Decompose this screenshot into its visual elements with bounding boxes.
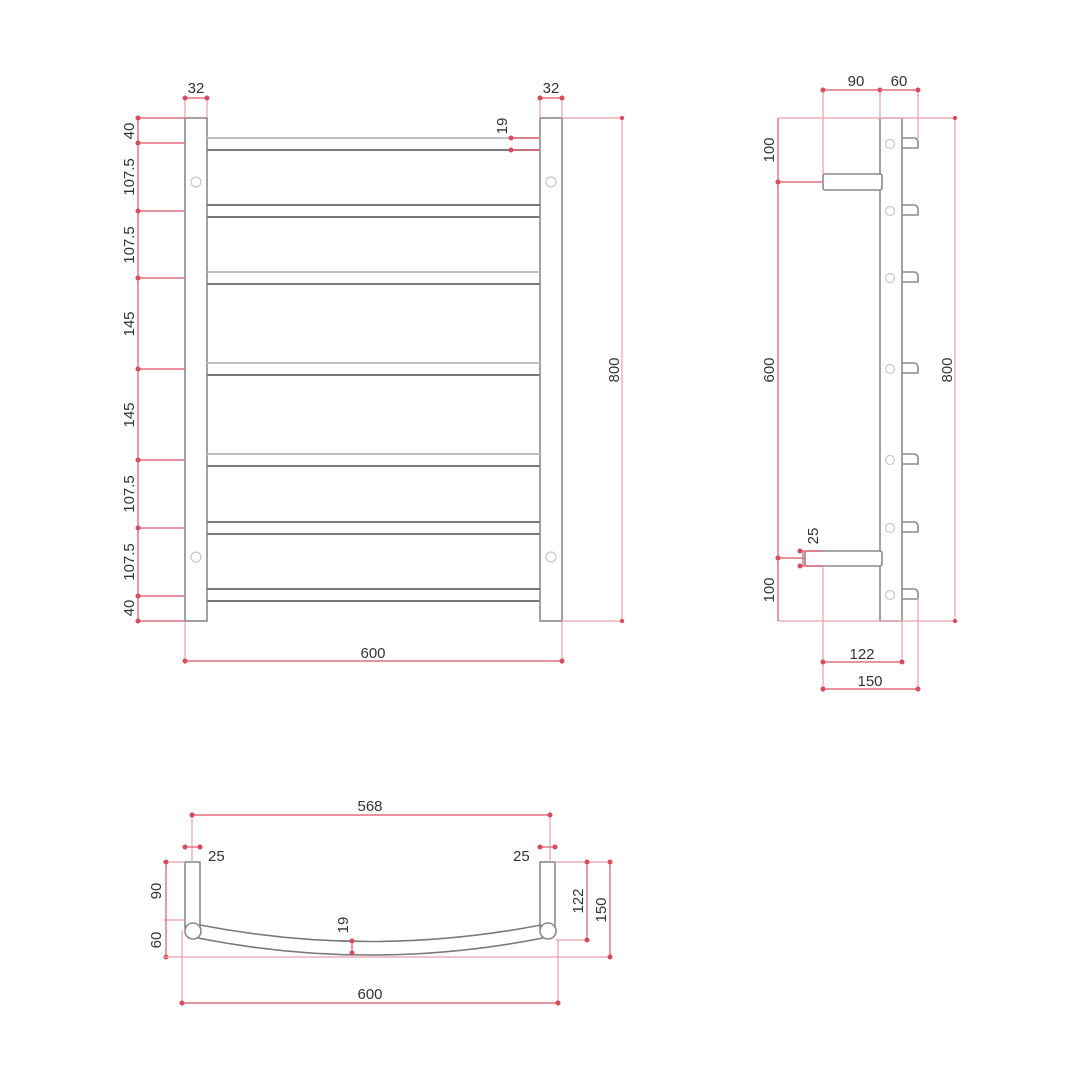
dim-chain-3: 107.5 <box>121 226 138 264</box>
dim-right-post-width: 25 <box>513 848 530 865</box>
dim-plan-overall-width: 600 <box>357 986 382 1003</box>
bottom-bracket <box>804 550 883 567</box>
dim-overall-height: 800 <box>606 357 623 382</box>
dim-bracket-thickness: 25 <box>805 528 822 545</box>
dim-left-stile-width: 32 <box>188 80 205 97</box>
dim-left-upper-depth: 90 <box>148 883 165 900</box>
dim-chain-7: 107.5 <box>121 543 138 581</box>
right-post <box>539 861 556 929</box>
dim-right-stile-width: 32 <box>543 80 560 97</box>
right-stile <box>539 117 563 622</box>
mount-hole-icon <box>545 551 557 563</box>
dim-top-bracket-offset: 100 <box>761 137 778 162</box>
dim-chain-5: 145 <box>121 402 138 427</box>
side-view: 90 60 100 600 100 25 800 122 150 <box>761 73 958 692</box>
dim-hook-depth: 60 <box>891 73 908 90</box>
left-post <box>184 861 201 929</box>
dim-depth-to-tube: 122 <box>849 646 874 663</box>
dim-total-depth: 150 <box>857 673 882 690</box>
dim-right-inner-depth: 122 <box>570 888 587 913</box>
front-view: 32 32 19 40 107.5 107.5 145 145 107.5 <box>121 80 625 664</box>
dim-bottom-bracket-offset: 100 <box>761 577 778 602</box>
dim-side-overall-height: 800 <box>939 357 956 382</box>
top-bracket <box>822 173 883 191</box>
dim-left-lower-depth: 60 <box>148 932 165 949</box>
left-pivot-icon <box>184 922 202 940</box>
dim-chain-8: 40 <box>121 600 138 617</box>
right-pivot-icon <box>539 922 557 940</box>
dim-chain-4: 145 <box>121 311 138 336</box>
dim-plan-bar-diameter: 19 <box>335 917 352 934</box>
dim-chain-6: 107.5 <box>121 475 138 513</box>
mount-hole-icon <box>545 176 557 188</box>
dim-plan-inner-width: 568 <box>357 798 382 815</box>
crossbars <box>207 137 540 602</box>
vertical-dimension-chain: 40 107.5 107.5 145 145 107.5 107.5 40 <box>121 115 185 624</box>
dim-overall-width: 600 <box>360 645 385 662</box>
plan-view: 568 25 25 90 60 19 122 150 600 <box>148 798 613 1006</box>
dim-bar-diameter: 19 <box>494 118 511 135</box>
dim-right-total-depth: 150 <box>593 897 610 922</box>
dim-top-offset: 90 <box>848 73 865 90</box>
dim-left-post-width: 25 <box>208 848 225 865</box>
left-stile <box>184 117 208 622</box>
bar-ends <box>884 137 919 601</box>
mount-hole-icon <box>190 176 202 188</box>
dim-chain-2: 107.5 <box>121 158 138 196</box>
dim-bracket-spacing: 600 <box>761 357 778 382</box>
mount-hole-icon <box>190 551 202 563</box>
dim-chain-1: 40 <box>121 123 138 140</box>
